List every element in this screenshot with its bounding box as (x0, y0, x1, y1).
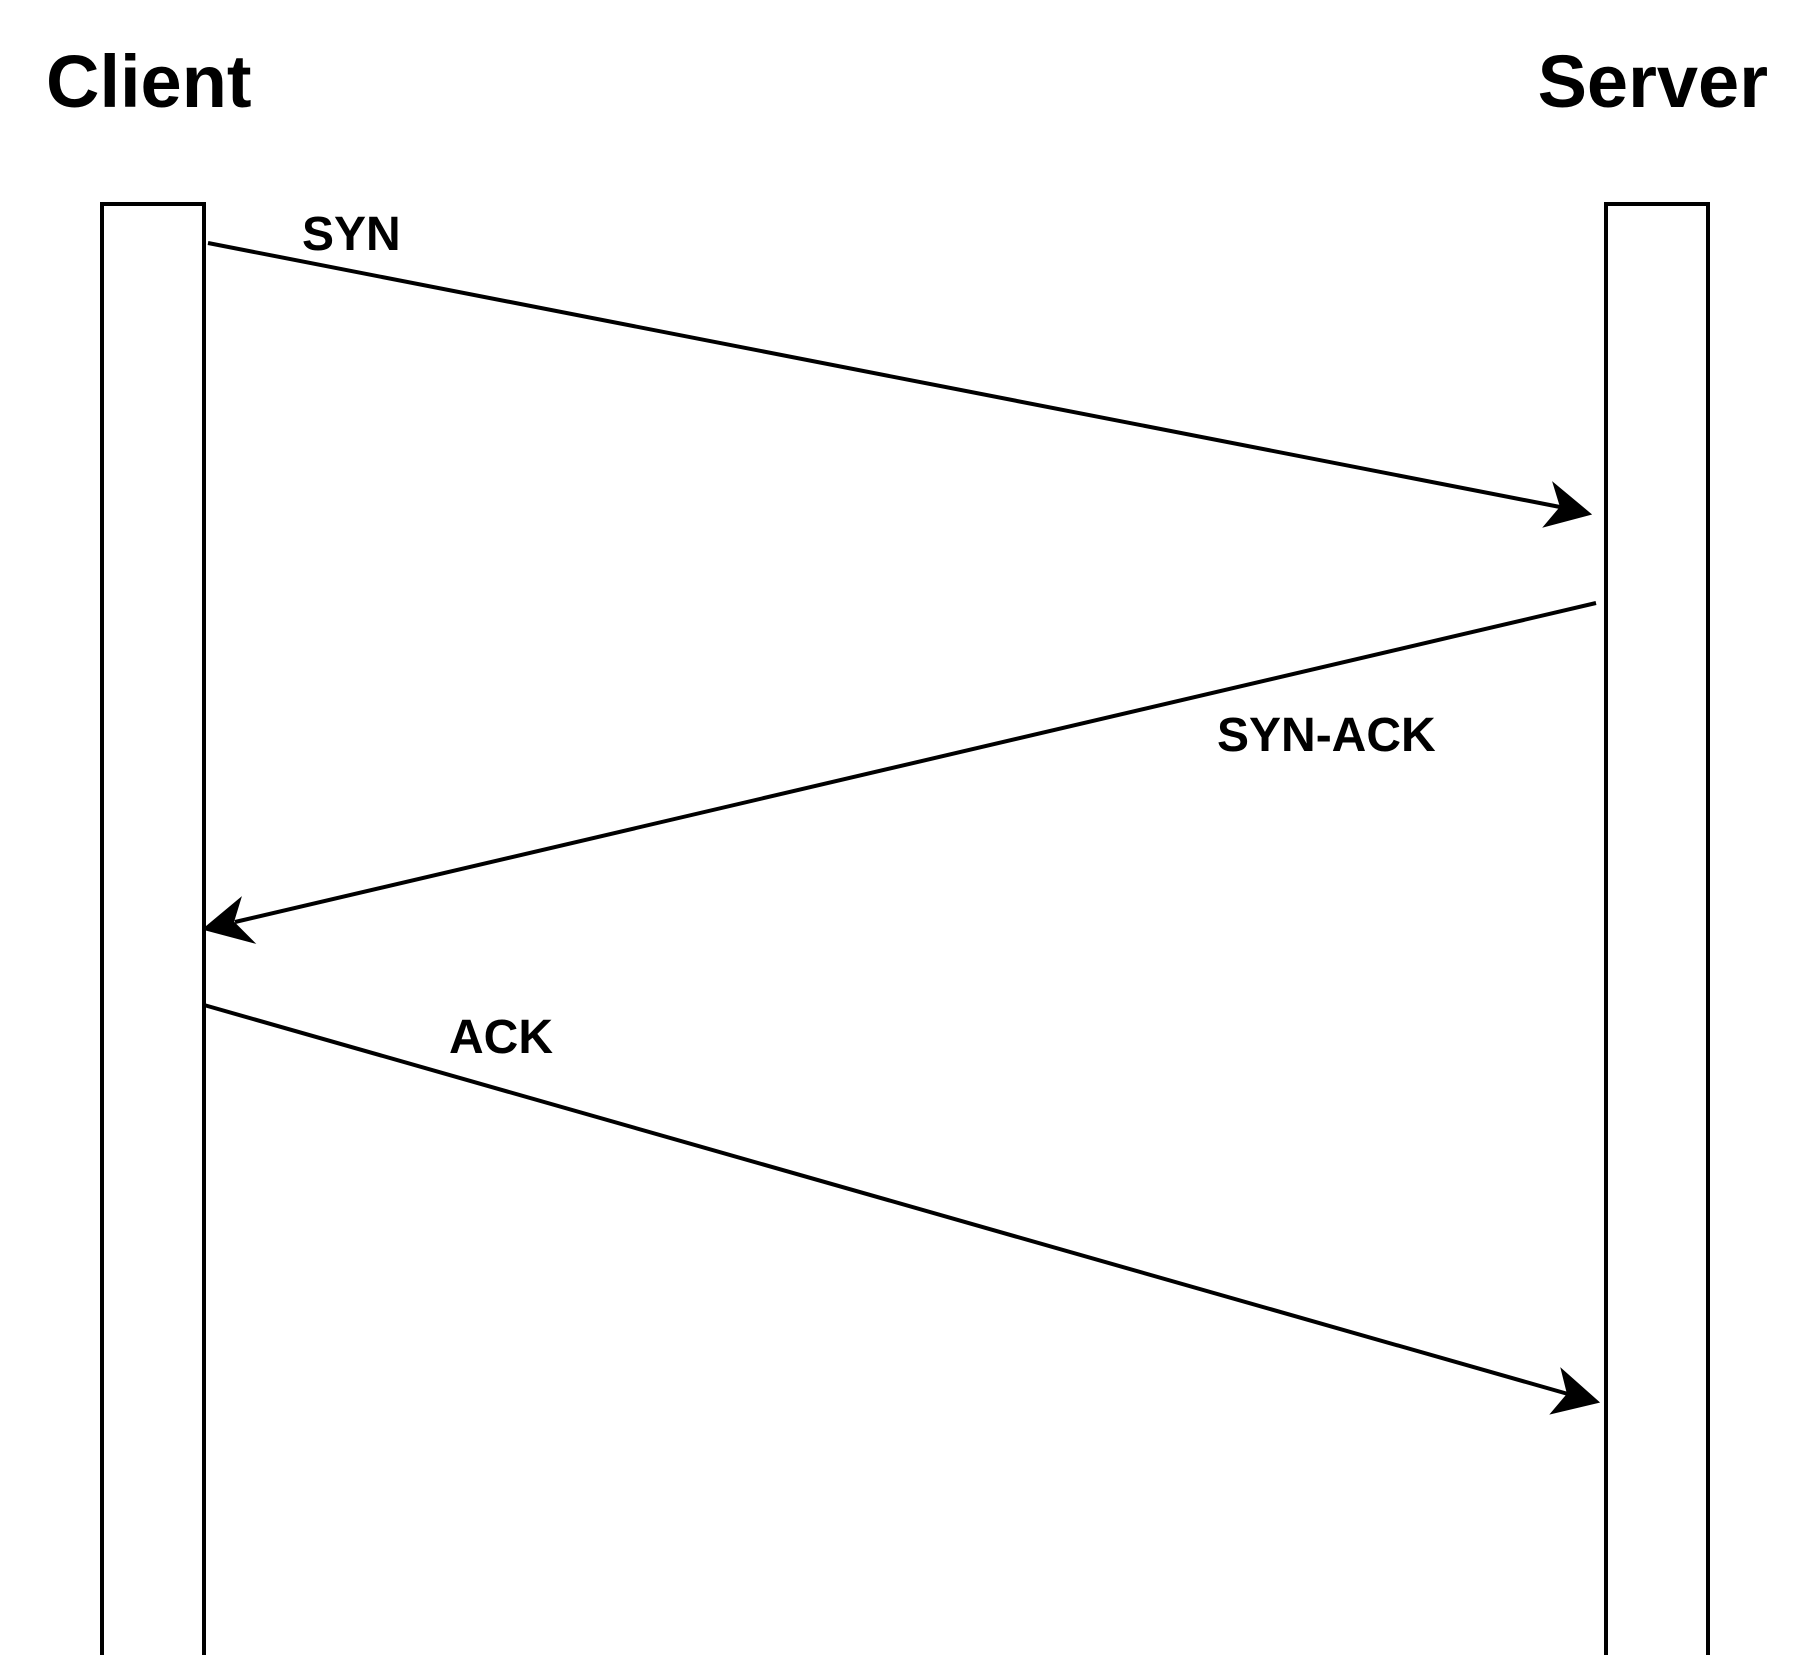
syn-message: SYN (207, 208, 1593, 528)
syn-arrow-line (207, 241, 1561, 509)
syn-ack-arrow-line (234, 601, 1597, 924)
server-label: Server (1538, 40, 1768, 123)
client-lifeline (100, 202, 206, 1655)
ack-message: ACK (203, 1003, 1601, 1415)
ack-arrow-line (203, 1003, 1569, 1396)
client-label: Client (46, 40, 252, 123)
syn-ack-arrowhead-icon (201, 896, 257, 944)
syn-arrowhead-icon (1542, 481, 1593, 528)
syn-ack-message: SYN-ACK (201, 601, 1597, 944)
ack-label: ACK (449, 1011, 553, 1064)
server-lifeline (1604, 202, 1710, 1655)
syn-label: SYN (302, 208, 401, 261)
syn-ack-label: SYN-ACK (1217, 709, 1436, 762)
ack-arrowhead-icon (1549, 1367, 1601, 1415)
